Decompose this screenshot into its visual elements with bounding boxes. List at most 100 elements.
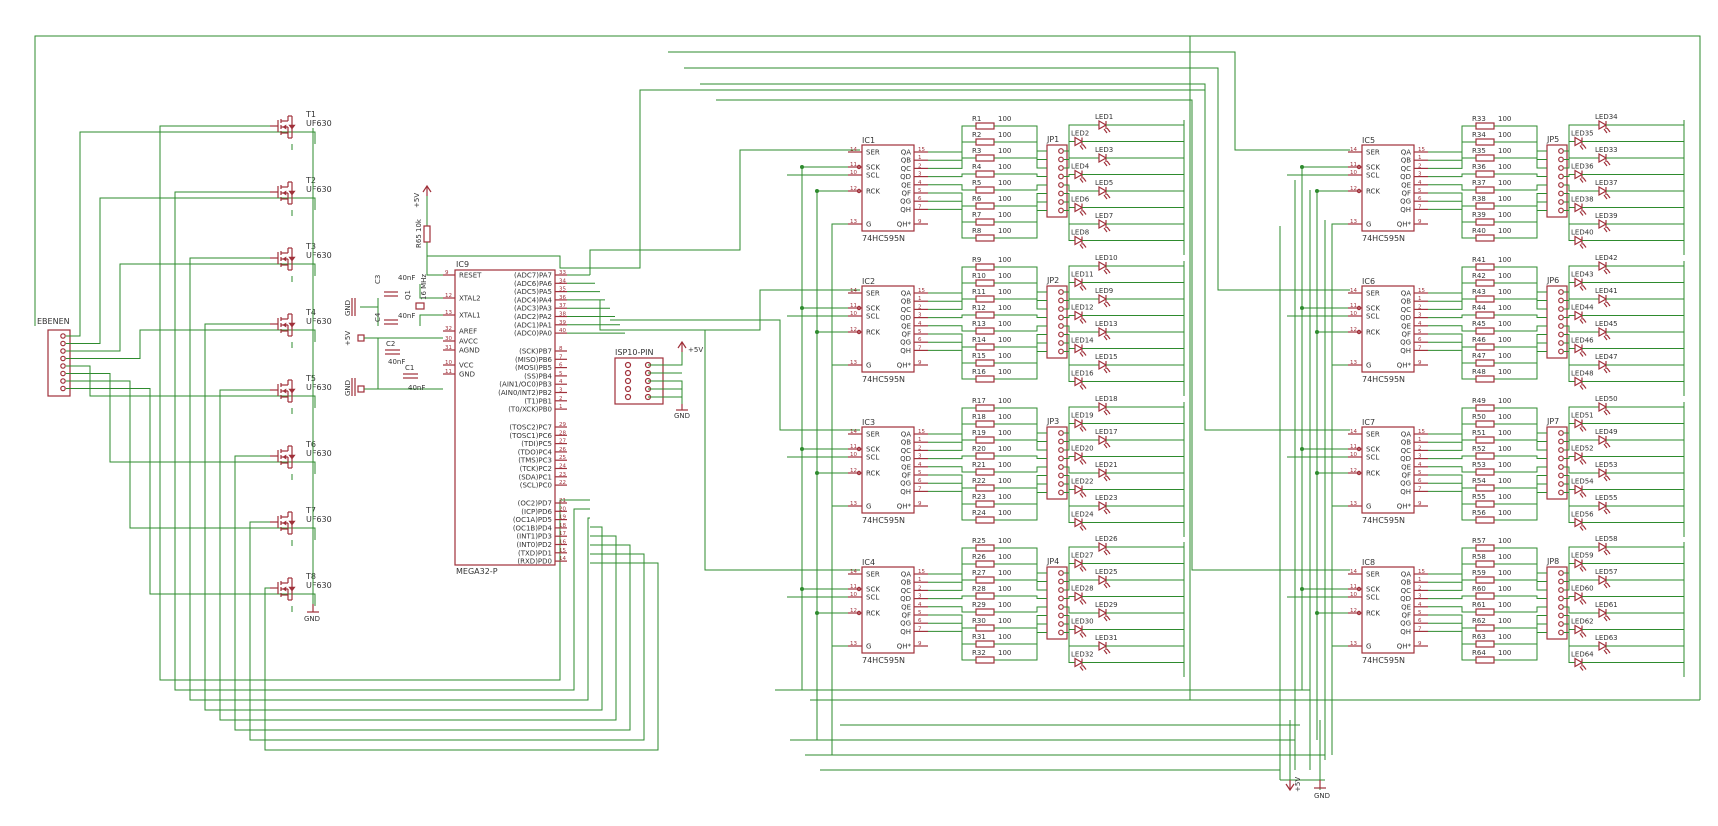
- resistor-name: R61: [1472, 601, 1486, 609]
- shift-pin-label: QG: [1400, 198, 1411, 206]
- shift-pin-number: 15: [1418, 569, 1425, 575]
- shift-pin-label: QD: [900, 314, 911, 322]
- shift-pin-label: RCK: [1366, 610, 1380, 618]
- resistor-name: R19: [972, 429, 986, 437]
- connector-pin: [60, 333, 66, 339]
- shift-register-body: [1361, 426, 1415, 514]
- jumper-pin: [1058, 331, 1064, 338]
- shift-pin-number: 7: [918, 626, 922, 632]
- led-name: LED21: [1095, 461, 1118, 469]
- shift-pin-label: SCK: [866, 586, 880, 594]
- shift-pin-label: QB: [901, 579, 912, 587]
- led-name: LED62: [1571, 618, 1594, 626]
- shift-pin-label: SCL: [866, 313, 879, 321]
- shift-pin-number: 5: [918, 188, 922, 194]
- shift-pin-number: 1: [1418, 577, 1422, 583]
- shift-pin-number: 13: [850, 641, 857, 647]
- jumper-header: [1046, 285, 1068, 359]
- shift-pin-label: SER: [1366, 149, 1380, 157]
- shift-pin-number: 4: [918, 602, 922, 608]
- shift-pin-label: G: [866, 643, 871, 651]
- shift-pin-number: 9: [1418, 360, 1422, 366]
- mcu-pin-number: 22: [559, 480, 566, 486]
- jumper-pin: [1058, 156, 1064, 163]
- shift-pin-number: 5: [1418, 188, 1422, 194]
- mcu-pin-number: 9: [445, 270, 449, 276]
- mcu-pin-label: (ADC0)PA0: [514, 330, 552, 338]
- c3-name: C3: [374, 275, 382, 284]
- shift-pin-number: 3: [918, 594, 922, 600]
- shift-pin-number: 3: [918, 172, 922, 178]
- shift-pin-number: 7: [1418, 486, 1422, 492]
- shift-pin-label: QA: [901, 431, 912, 439]
- shift-pin-label: RCK: [866, 470, 880, 478]
- junction-dot: [1315, 611, 1319, 615]
- led-name: LED54: [1571, 478, 1594, 486]
- mcu-name: IC9: [456, 260, 469, 269]
- power-gnd: +5V GND GND +5V GND GND +5V +5V GND: [304, 184, 1330, 800]
- shift-pin-label: QG: [1400, 339, 1411, 347]
- led-name: LED29: [1095, 601, 1118, 609]
- shift-pin-number: 1: [918, 296, 922, 302]
- led-diode: [1098, 401, 1108, 413]
- led-diode: [1074, 484, 1084, 495]
- resistor-value: 100: [998, 179, 1011, 187]
- jumper-pin: [1558, 570, 1564, 576]
- transistor-value: UF630: [306, 383, 332, 392]
- mcu-pin-number: 6: [559, 363, 563, 369]
- mcu-pin-label: (ADC1)PA1: [514, 321, 552, 329]
- transistor-name: T2: [305, 176, 316, 185]
- led-diode: [1574, 310, 1584, 321]
- c4-name: C4: [374, 312, 382, 322]
- resistor-value: 100: [1498, 352, 1511, 360]
- shift-register-body: [861, 426, 915, 514]
- led-diode: [1074, 517, 1084, 528]
- resistor-name: R35: [1472, 147, 1486, 155]
- led-name: LED18: [1095, 395, 1118, 403]
- gnd-label-xtal: GND: [344, 300, 352, 316]
- jumper-pin: [1558, 173, 1564, 180]
- led-name: LED10: [1095, 254, 1118, 262]
- resistor-value: 100: [1498, 115, 1511, 123]
- mcu-pin-number: 37: [559, 303, 566, 309]
- transistor-value: UF630: [306, 251, 332, 260]
- transistor-gate-wire: [204, 323, 603, 711]
- resistor-name: R33: [1472, 115, 1486, 123]
- resistor-name: R6: [972, 195, 982, 203]
- resistor: [1475, 544, 1495, 552]
- shift-pin-label: QE: [901, 463, 911, 471]
- isp-pin: [624, 385, 632, 393]
- shift-pin-label: QD: [1400, 314, 1411, 322]
- led-diode: [1098, 152, 1108, 164]
- led-name: LED37: [1595, 179, 1618, 187]
- shift-pin-label: QD: [900, 595, 911, 603]
- resistor-r65: [423, 225, 431, 243]
- shift-pin-label: G: [1366, 643, 1371, 651]
- shift-pin-number: 4: [1418, 602, 1422, 608]
- led-name: LED14: [1071, 337, 1094, 345]
- shift-register-body: [1361, 144, 1415, 232]
- shift-pin-number: 5: [918, 610, 922, 616]
- resistor-name: R15: [972, 352, 986, 360]
- vcc-label-reset: +5V: [413, 193, 421, 208]
- led-diode: [1574, 235, 1584, 246]
- shift-pin-label: G: [1366, 362, 1371, 370]
- junction-dot: [815, 189, 819, 193]
- junction-dot: [800, 306, 804, 310]
- gnd-label-supply: GND: [344, 380, 352, 396]
- junction-dot: [1300, 447, 1304, 451]
- transistor-name: T6: [305, 440, 316, 449]
- junction-dot: [800, 447, 804, 451]
- mcu-pin-number: 11: [445, 369, 452, 375]
- shift-pin-label: QA: [1401, 431, 1412, 439]
- resistor: [975, 608, 995, 616]
- shift-pin-label: RCK: [1366, 470, 1380, 478]
- jumper-pin: [1058, 629, 1064, 636]
- led-name: LED43: [1571, 271, 1594, 279]
- resistor-value: 100: [998, 585, 1011, 593]
- shift-pin-label: QE: [1401, 322, 1411, 330]
- jumper-pin: [1558, 148, 1564, 154]
